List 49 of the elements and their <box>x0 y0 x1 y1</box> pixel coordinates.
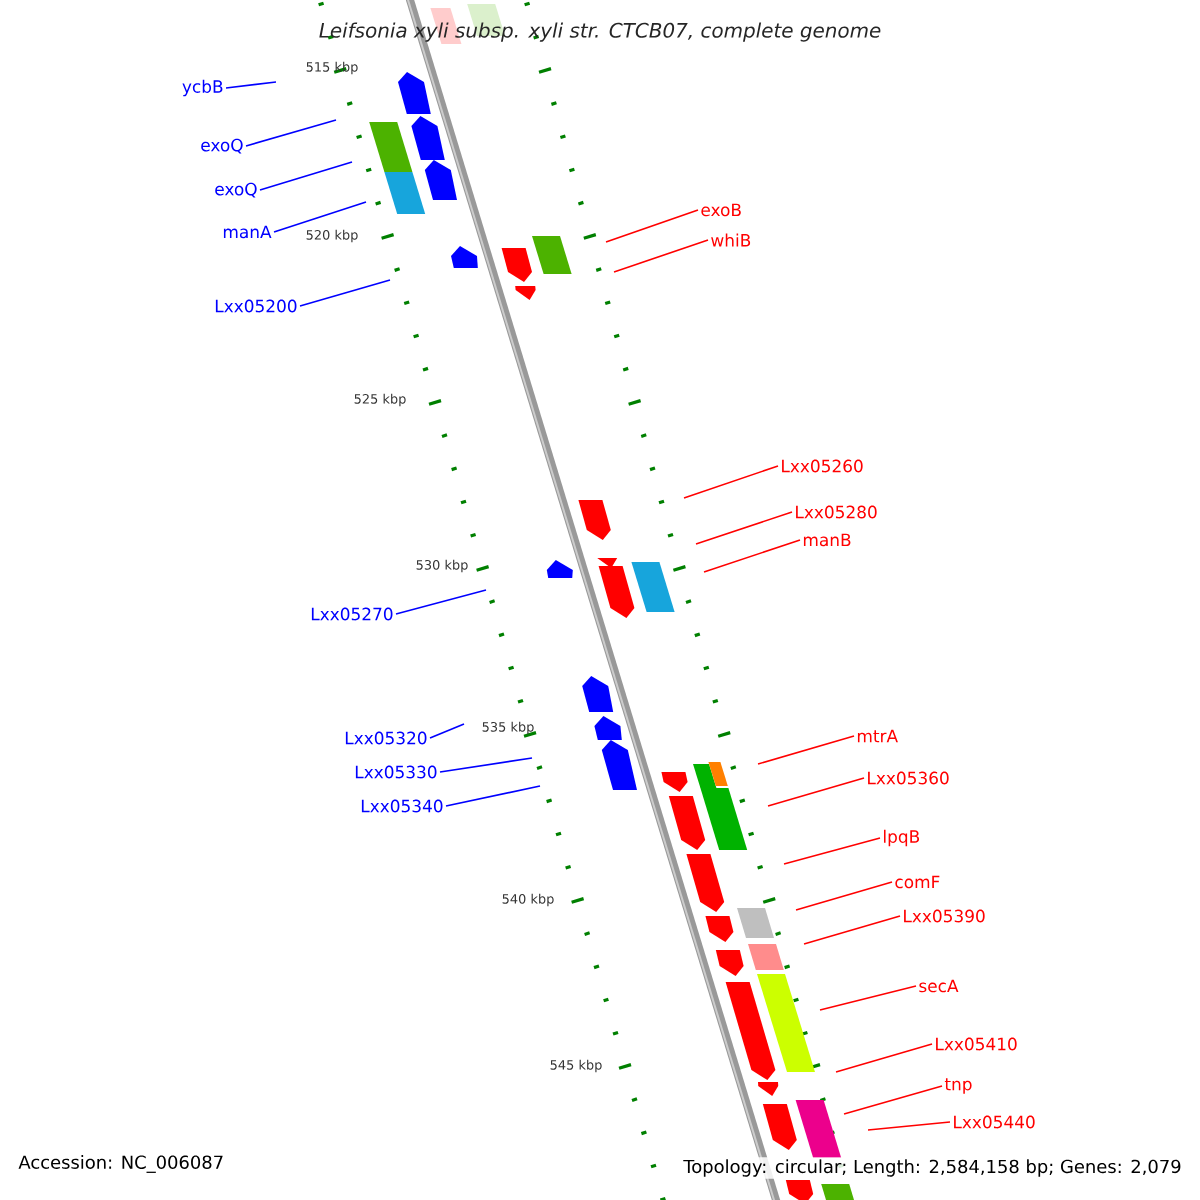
leader-line <box>613 239 709 273</box>
gene-label: exoQ <box>201 138 243 154</box>
leader-line <box>429 723 465 739</box>
leader-line <box>605 209 699 243</box>
gene-label: manA <box>223 225 272 239</box>
leader-line <box>439 757 533 773</box>
leader-line <box>259 161 353 191</box>
gene-label: lpqB <box>884 829 920 847</box>
gene-label: Lxx05330 <box>355 765 437 779</box>
gene-label: Lxx05260 <box>782 459 863 473</box>
leader-line <box>867 1121 951 1131</box>
gene-label: manB <box>803 533 851 547</box>
gene-label: Lxx05410 <box>936 1037 1017 1051</box>
leader-line <box>819 985 917 1011</box>
leader-line <box>245 119 337 147</box>
gene-label: tnp <box>944 1078 972 1094</box>
gene-label: whiB <box>711 233 751 247</box>
leader-line <box>783 837 881 865</box>
leader-line <box>225 81 277 89</box>
leader-line <box>795 881 893 911</box>
gene-label: Lxx05440 <box>954 1115 1035 1129</box>
leader-line <box>835 1043 933 1073</box>
title: Leifsonia xyli subsp. xyli str. CTCB07, complete genome <box>319 22 881 42</box>
accession-text: Accession: NC_006087 <box>16 1153 227 1175</box>
gene-label: mtrA <box>857 729 898 743</box>
genome-info-text: Topology: circular; Length: 2,584,158 bp; Genes: 2,079 <box>681 1157 1184 1179</box>
leader-line <box>273 201 367 233</box>
leader-line <box>843 1085 943 1115</box>
leader-line <box>299 279 391 307</box>
gene-label: Lxx05320 <box>345 731 427 745</box>
leader-line <box>445 785 541 807</box>
gene-label: Lxx05390 <box>904 909 985 923</box>
leader-line <box>695 511 793 545</box>
gene-label: Lxx05360 <box>868 771 949 785</box>
gene-label: exoQ <box>215 182 257 198</box>
gene-label: secA <box>919 979 959 993</box>
leader-line <box>757 735 855 765</box>
gene-label: exoB <box>701 203 741 217</box>
leader-line <box>767 777 865 807</box>
leader-line <box>703 539 801 573</box>
gene-label: Lxx05200 <box>215 299 297 313</box>
gene-label: Lxx05340 <box>361 799 443 813</box>
leader-line <box>683 465 779 499</box>
gene-label: Lxx05280 <box>796 505 877 519</box>
gene-label: Lxx05270 <box>311 607 393 621</box>
gene-label: ycbB <box>182 79 223 97</box>
gene-label: comF <box>895 875 940 889</box>
leader-line <box>803 915 901 945</box>
leader-line <box>395 589 487 615</box>
